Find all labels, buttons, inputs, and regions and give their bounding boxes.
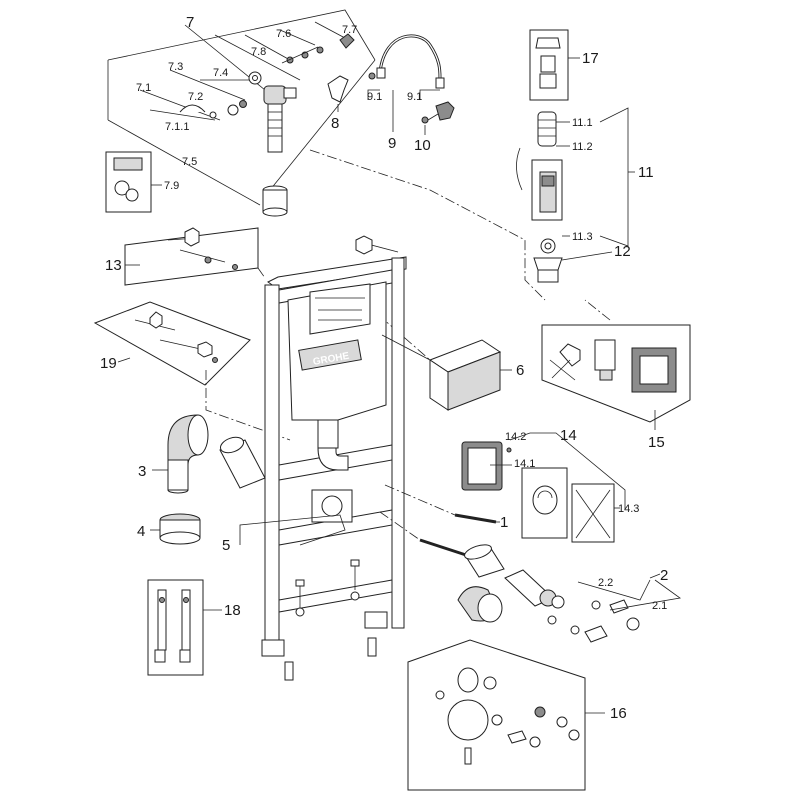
pan-connector-bend: 3 <box>138 414 209 494</box>
wall-anchor-set-19: 19 <box>93 301 251 386</box>
label-12: 12 <box>614 243 631 260</box>
label-15: 15 <box>648 434 665 451</box>
label-9-1-right: 9.1 <box>407 91 422 103</box>
label-4: 4 <box>137 523 145 540</box>
label-18: 18 <box>224 602 241 619</box>
label-3: 3 <box>138 463 146 480</box>
label-6: 6 <box>516 362 524 379</box>
label-7-8: 7.8 <box>251 46 266 58</box>
label-14-2: 14.2 <box>505 431 526 443</box>
flush-pipe-set: 2 2.2 2.1 <box>457 544 682 643</box>
wall-brackets: 18 <box>147 579 241 676</box>
angle-valve: 10 <box>414 101 455 154</box>
label-2-2: 2.2 <box>598 577 613 589</box>
label-14-1: 14.1 <box>514 458 535 470</box>
label-13: 13 <box>105 257 122 274</box>
label-7-2: 7.2 <box>188 91 203 103</box>
sound-insulation-set: 16 <box>407 639 627 791</box>
fill-valve <box>263 85 297 153</box>
label-1: 1 <box>500 514 508 531</box>
label-11-3: 11.3 <box>572 231 593 243</box>
label-16: 16 <box>610 705 627 722</box>
label-2-1: 2.1 <box>652 600 667 612</box>
label-7-1-1: 7.1.1 <box>165 121 189 133</box>
label-7-4: 7.4 <box>213 67 228 79</box>
installation-frame: GROHE <box>261 235 407 681</box>
label-7-9: 7.9 <box>164 180 179 192</box>
label-9: 9 <box>388 135 396 152</box>
drain-pipe-section <box>219 436 266 489</box>
label-7-5: 7.5 <box>182 156 197 168</box>
label-7-6: 7.6 <box>276 28 291 40</box>
small-fittings <box>179 33 355 119</box>
reducer-connector: 4 <box>137 513 201 545</box>
rod-set: 1 <box>379 484 508 557</box>
label-7-3: 7.3 <box>168 61 183 73</box>
label-9-1-left: 9.1 <box>367 91 382 103</box>
valve-bracket: 8 <box>327 75 349 132</box>
flexible-hose: 9.1 9.1 9 <box>367 34 445 152</box>
label-5: 5 <box>222 537 230 554</box>
float-cylinder <box>262 185 288 217</box>
fixing-bar-set: 5 <box>222 514 346 554</box>
label-19: 19 <box>100 355 117 372</box>
flush-valve-group: 17 11.1 11.2 11 11.3 12 <box>516 29 654 283</box>
label-11-2: 11.2 <box>572 141 593 153</box>
label-17: 17 <box>582 50 599 67</box>
fixing-packet: 7.9 <box>105 151 179 213</box>
label-8: 8 <box>331 115 339 132</box>
label-10: 10 <box>414 137 431 154</box>
protective-box: 6 <box>381 334 524 411</box>
wall-anchor-set-13: 13 <box>105 227 259 286</box>
valve-assembly-group: 7 7.6 7.7 7.8 7.3 7.4 7.1 7.2 7.1.1 7.5 <box>107 9 376 217</box>
label-7: 7 <box>186 14 194 31</box>
flush-plate-group: 14 14.2 14.1 14.3 <box>461 427 639 543</box>
label-7-1: 7.1 <box>136 82 151 94</box>
label-11-1: 11.1 <box>572 117 593 129</box>
label-7-7: 7.7 <box>342 24 357 36</box>
label-14-3: 14.3 <box>618 503 639 515</box>
label-2: 2 <box>660 567 668 584</box>
flush-plate-frame-kit: 15 <box>541 324 691 451</box>
label-14: 14 <box>560 427 577 444</box>
label-11: 11 <box>638 164 654 181</box>
